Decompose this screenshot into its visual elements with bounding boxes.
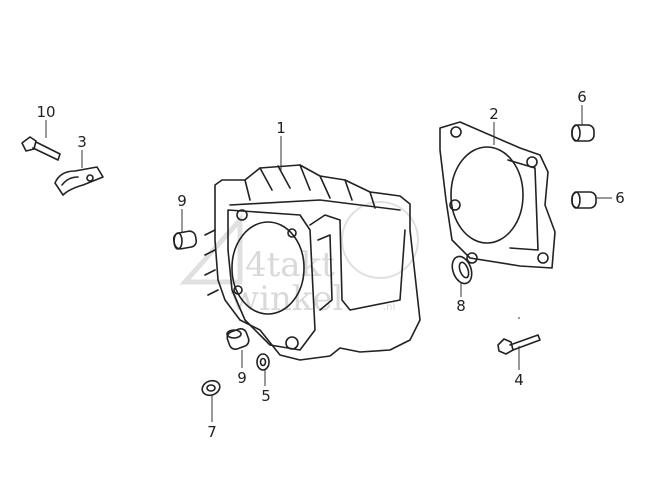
nut-part — [256, 353, 270, 371]
dowel-pin-bottom — [226, 328, 250, 350]
bolt-part — [21, 136, 61, 161]
leader-lines — [45, 105, 612, 422]
callout-7: 7 — [207, 423, 217, 441]
callout-10: 10 — [36, 103, 55, 121]
o-ring-part — [451, 255, 473, 285]
callout-3: 3 — [77, 133, 87, 151]
callout-6-right: 6 — [615, 189, 625, 207]
callout-2: 2 — [489, 105, 499, 123]
flange-bolt-part — [497, 317, 541, 355]
callout-9-left: 9 — [177, 192, 187, 210]
clamp-part — [54, 166, 104, 196]
callout-labels: 10 3 1 2 6 6 9 8 9 5 4 7 — [36, 88, 624, 441]
dowel-pin-left — [172, 230, 198, 250]
callout-8: 8 — [456, 297, 466, 315]
callout-1: 1 — [276, 119, 286, 137]
callout-9-bottom: 9 — [237, 369, 247, 387]
watermark: 4takt winkel .nl — [179, 201, 419, 319]
watermark-line1: 4takt — [245, 245, 335, 285]
washer-part — [201, 379, 221, 397]
watermark-suffix: .nl — [383, 302, 395, 313]
dowel-pin-top — [571, 124, 595, 142]
gasket-part — [439, 121, 556, 269]
cylinder-part — [204, 164, 421, 361]
watermark-line2: winkel — [230, 279, 343, 319]
callout-4: 4 — [514, 371, 524, 389]
callout-6-top: 6 — [577, 88, 587, 106]
callout-5: 5 — [261, 387, 271, 405]
dowel-pin-right — [571, 191, 597, 209]
